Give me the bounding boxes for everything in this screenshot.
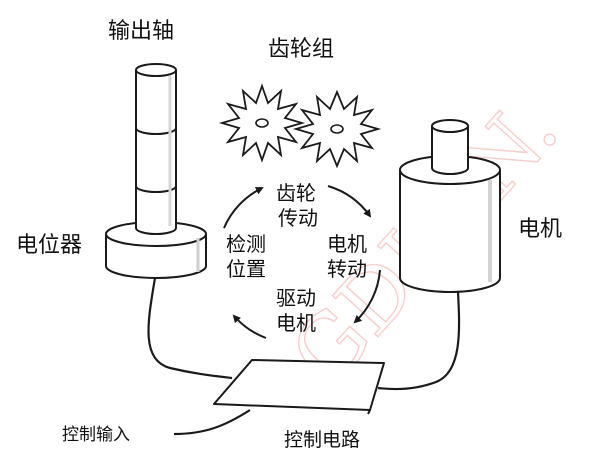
gear-set <box>218 83 382 169</box>
label-gear-set: 齿轮组 <box>268 37 334 62</box>
cycle-gear-drive-line1: 齿轮 <box>276 181 316 205</box>
cycle-motor-rotate-line2: 转动 <box>327 257 367 281</box>
label-motor: 电机 <box>518 217 562 242</box>
cycle-arc-bottom-left <box>232 314 267 339</box>
cycle-detect-position-line1: 检测 <box>226 232 266 256</box>
control-circuit-board <box>213 359 385 415</box>
cycle-drive-motor-line1: 驱动 <box>276 286 316 310</box>
cycle-arc-right <box>353 269 381 324</box>
motor <box>399 119 501 293</box>
label-control-circuit: 控制电路 <box>284 429 360 451</box>
cycle-detect-position-line2: 位置 <box>226 257 266 281</box>
cycle-gear-drive-line2: 传动 <box>278 206 318 230</box>
output-shaft <box>135 63 177 235</box>
wire-control-input <box>173 409 251 436</box>
cycle-motor-rotate-line1: 电机 <box>327 232 367 256</box>
cycle-arc-left <box>223 187 264 229</box>
label-potentiometer: 电位器 <box>16 233 82 258</box>
label-control-input: 控制输入 <box>62 425 130 445</box>
label-output-shaft: 输出轴 <box>108 19 174 44</box>
cycle-arc-top-right <box>327 185 372 218</box>
wire-potentiometer-to-circuit <box>147 277 233 380</box>
wire-motor-to-circuit <box>377 291 461 391</box>
cycle-drive-motor-line2: 电机 <box>276 311 316 335</box>
cycle-loop <box>223 185 381 339</box>
